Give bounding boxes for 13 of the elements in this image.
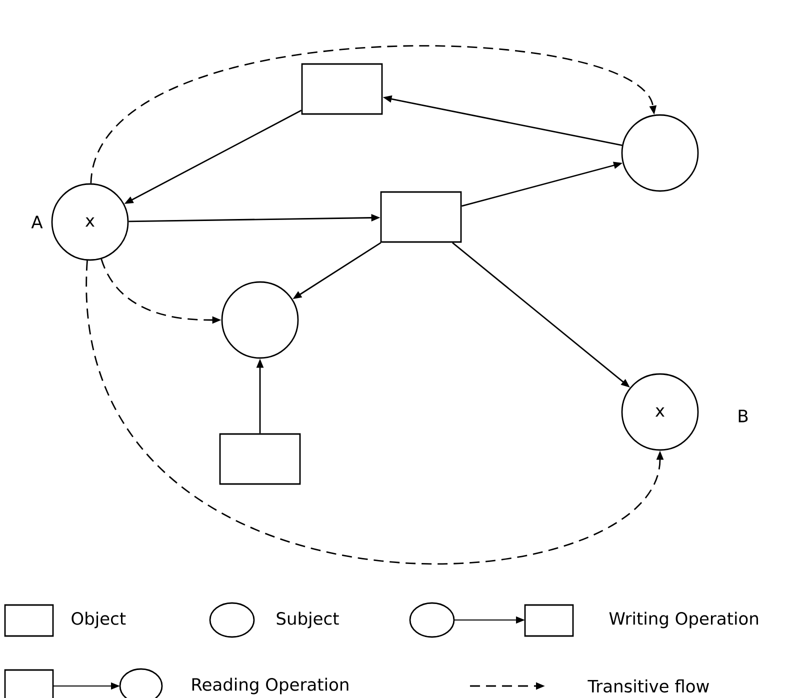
subject-circle: [221, 281, 299, 359]
legend-label: Transitive flow: [588, 679, 709, 693]
legend-label: Writing Operation: [609, 612, 758, 628]
object-box: [219, 433, 301, 485]
node-label: B: [738, 410, 748, 422]
object-box: [301, 63, 383, 115]
subject-circle: [621, 114, 699, 192]
node-label: A: [31, 216, 43, 228]
legend-label: Reading Operation: [192, 678, 348, 694]
object-box: [380, 191, 462, 243]
legend-label: Object: [72, 612, 126, 628]
dashed-arrow: [90, 45, 657, 184]
legend-label: Subject: [276, 612, 339, 628]
